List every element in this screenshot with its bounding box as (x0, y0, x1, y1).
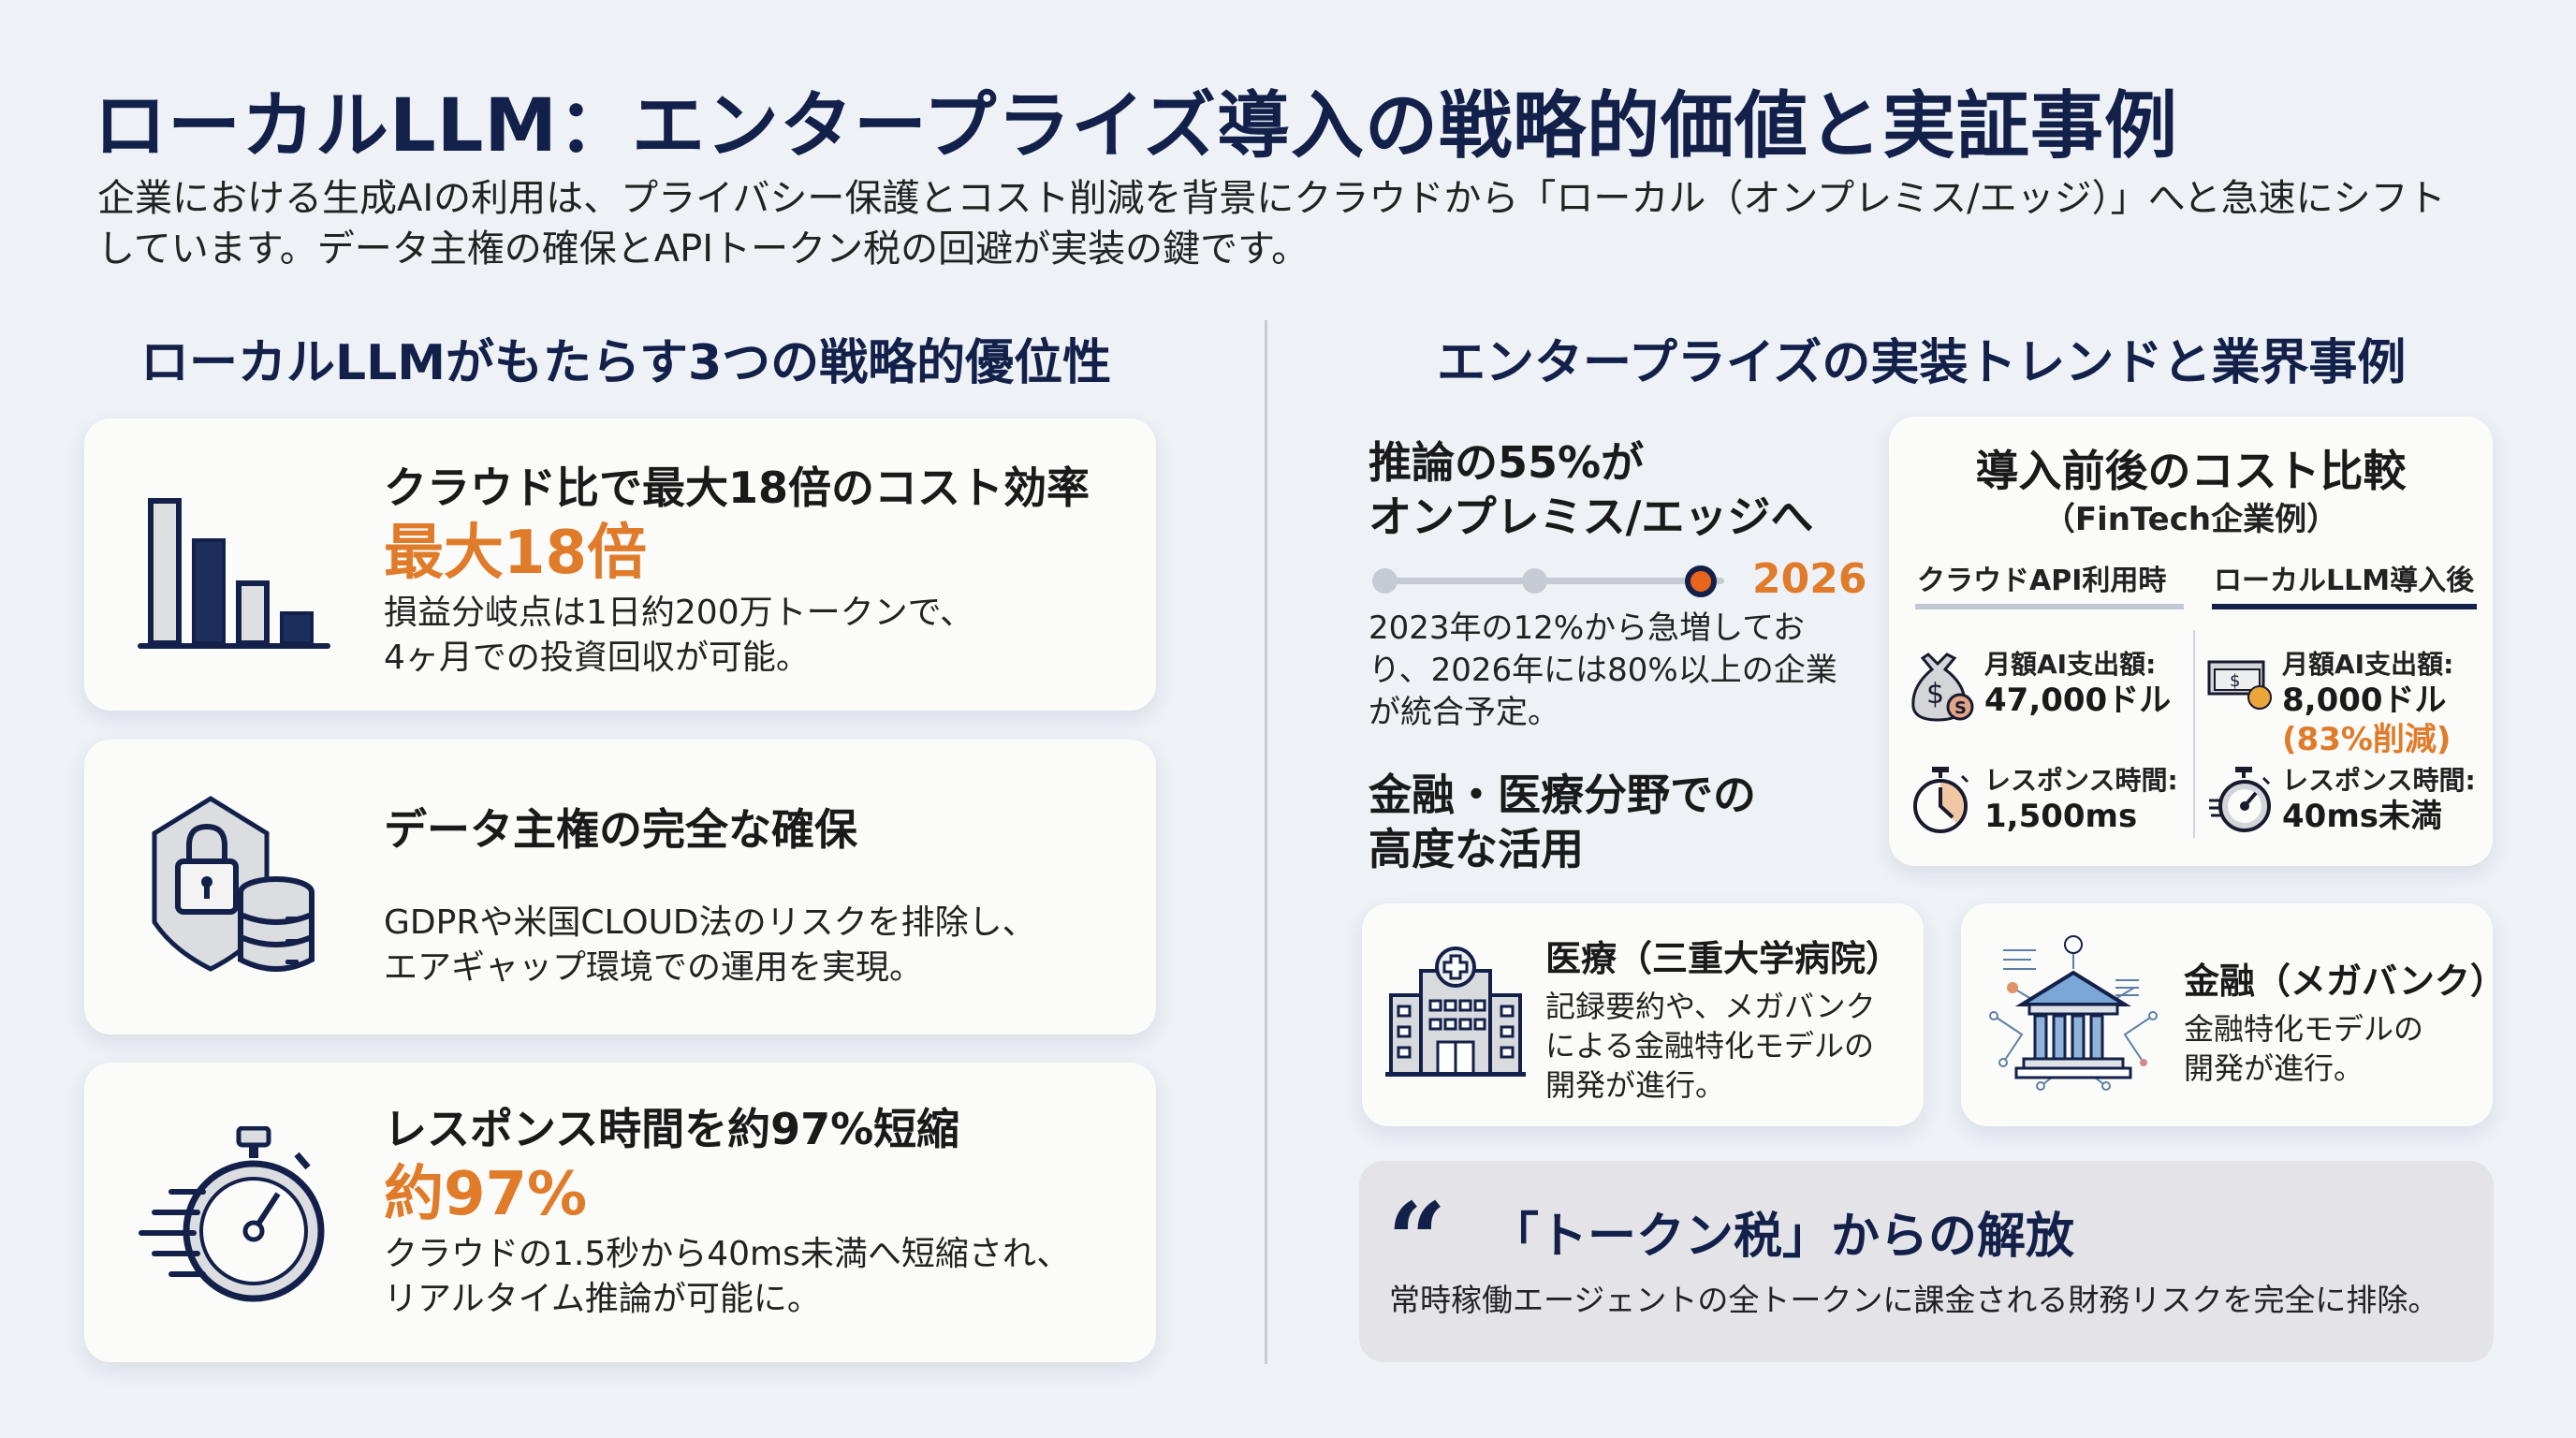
card-highlight: 約97% (384, 1160, 588, 1229)
card-body: GDPRや米国CLOUD法のリスクを排除し、 エアギャップ環境での運用を実現。 (384, 903, 1036, 987)
trend-title: 推論の55%が オンプレミス/エッジへ (1368, 437, 1814, 542)
advantage-card-sovereignty: データ主権の完全な確保 GDPRや米国CLOUD法のリスクを排除し、 エアギャッ… (84, 740, 1156, 1034)
svg-text:$: $ (1926, 678, 1944, 711)
spend-value: 47,000ドル (1984, 682, 2172, 719)
card-highlight: 最大18倍 (384, 519, 648, 588)
after-column-underline (2212, 604, 2477, 609)
stopwatch-icon (136, 1125, 332, 1317)
latency-label: レスポンス時間: (1984, 765, 2178, 796)
cost-comparison-card: 導入前後のコスト比較 （FinTech企業例） クラウドAPI利用時 ローカルL… (1889, 417, 2493, 866)
bank-circuit-icon (1984, 932, 2162, 1104)
quote-mark-icon: “ (1387, 1180, 1447, 1300)
fast-stopwatch-icon (2209, 767, 2271, 832)
card-body: 損益分岐点は1日約200万トークンで、 4ヶ月での投資回収が可能。 (384, 594, 974, 677)
column-divider (1265, 320, 1267, 1364)
bar-chart-icon (136, 493, 332, 661)
latency-value: 40ms未満 (2282, 798, 2442, 835)
case-title: 金融（メガバンク） (2184, 961, 2506, 1002)
latency-value: 1,500ms (1984, 798, 2138, 835)
money-bag-icon: $ S (1911, 653, 1974, 722)
page-lead: 企業における生成AIの利用は、プライバシー保護とコスト削減を背景にクラウドから「… (97, 177, 2446, 271)
quote-title: 「トークン税」からの解放 (1490, 1209, 2075, 1265)
card-body: クラウドの1.5秒から40ms未満へ短縮され、 リアルタイム推論が可能に。 (384, 1235, 1071, 1318)
card-title: レスポンス時間を約97%短縮 (384, 1104, 960, 1154)
banknote-coin-icon: $ (2207, 660, 2272, 710)
latency-label: レスポンス時間: (2282, 765, 2476, 796)
after-spend: $ 月額AI支出額: 8,000ドル (83%削減) (2207, 649, 2453, 759)
reduction-badge: (83%削減) (2282, 721, 2452, 758)
column-separator (2193, 630, 2195, 838)
case-body: 金融特化モデルの 開発が進行。 (2184, 1011, 2424, 1086)
before-column-header: クラウドAPI利用時 (1917, 565, 2167, 597)
after-column-header: ローカルLLM導入後 (2214, 565, 2475, 597)
advantage-card-latency: レスポンス時間を約97%短縮 約97% クラウドの1.5秒から40ms未満へ短縮… (84, 1063, 1156, 1362)
case-card-finance: 金融（メガバンク） 金融特化モデルの 開発が進行。 (1961, 903, 2506, 1126)
clock-icon (1913, 767, 1969, 833)
industry-heading: 金融・医療分野での 高度な活用 (1368, 770, 1756, 874)
timeline-dot-active (1685, 565, 1717, 597)
timeline: 2026 (1368, 555, 1874, 604)
timeline-dot (1522, 568, 1547, 594)
timeline-year: 2026 (1752, 555, 1867, 603)
before-spend: $ S 月額AI支出額: 47,000ドル (1910, 649, 2171, 724)
token-tax-quote-card: “ 「トークン税」からの解放 常時稼働エージェントの全トークンに課金される財務リ… (1359, 1161, 2494, 1362)
spend-label: 月額AI支出額: (2282, 649, 2454, 680)
before-column-underline (1915, 604, 2184, 609)
page-title: ローカルLLM：エンタープライズ導入の戦略的価値と実証事例 (94, 84, 2179, 169)
after-latency: レスポンス時間: 40ms未満 (2207, 765, 2476, 836)
svg-text:S: S (1954, 698, 1967, 718)
svg-text:$: $ (2230, 671, 2240, 691)
advantage-card-cost: クラウド比で最大18倍のコスト効率 最大18倍 損益分岐点は1日約200万トーク… (84, 418, 1156, 711)
inference-trend: 推論の55%が オンプレミス/エッジへ 2026 2023年の12%から急増して… (1368, 435, 1874, 876)
timeline-dot (1372, 568, 1398, 594)
trend-body: 2023年の12%から急増してお り、2026年には80%以上の企業 が統合予定… (1368, 609, 1837, 731)
cost-comparison-title: 導入前後のコスト比較 (1975, 446, 2407, 496)
quote-body: 常時稼働エージェントの全トークンに課金される財務リスクを完全に排除。 (1389, 1282, 2439, 1318)
case-card-healthcare: 医療（三重大学病院） 記録要約や、メガバンク による金融特化モデルの 開発が進行… (1362, 903, 1924, 1126)
case-body: 記録要約や、メガバンク による金融特化モデルの 開発が進行。 (1545, 989, 1876, 1103)
left-section-heading: ローカルLLMがもたらす3つの戦略的優位性 (140, 335, 1112, 391)
shield-lock-database-icon (136, 791, 332, 982)
card-title: クラウド比で最大18倍のコスト効率 (384, 462, 1090, 513)
right-section-heading: エンタープライズの実装トレンドと業界事例 (1437, 335, 2407, 391)
case-title: 医療（三重大学病院） (1545, 938, 1902, 979)
before-latency: レスポンス時間: 1,500ms (1910, 765, 2178, 836)
cost-comparison-subtitle: （FinTech企業例） (2042, 501, 2339, 538)
card-title: データ主権の完全な確保 (384, 804, 857, 855)
spend-label: 月額AI支出額: (1984, 649, 2157, 680)
timeline-track (1382, 578, 1724, 584)
spend-value: 8,000ドル (2282, 682, 2447, 719)
hospital-icon (1385, 941, 1526, 1085)
